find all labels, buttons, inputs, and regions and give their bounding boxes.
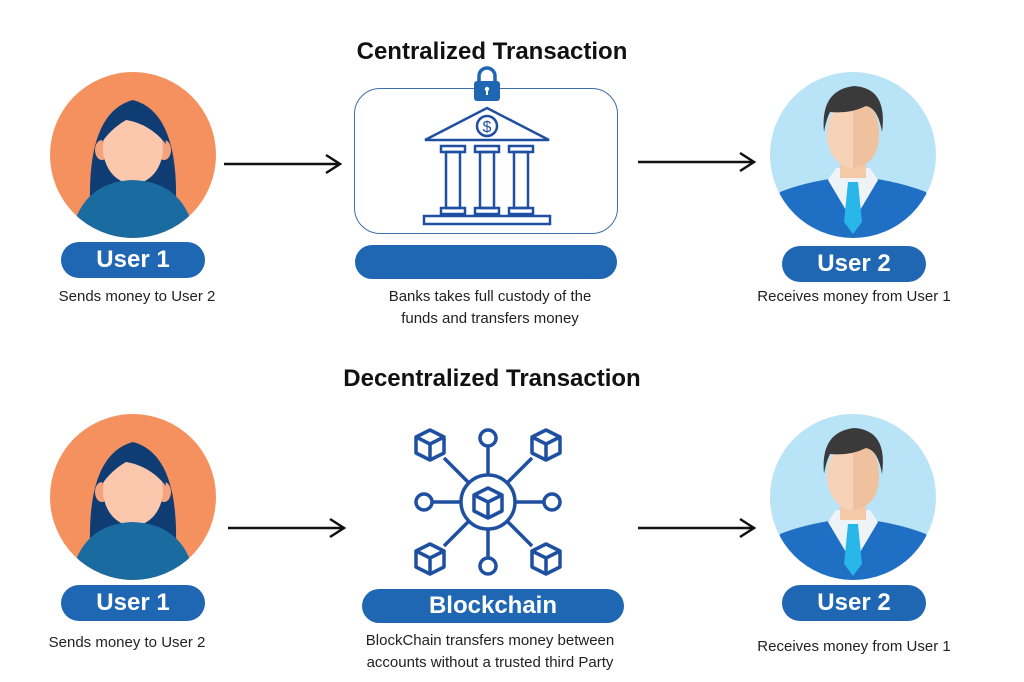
blockchain-caption-line2: accounts without a trusted third Party [366, 654, 614, 671]
female-user-icon [50, 414, 216, 580]
arrow-right-icon [226, 516, 348, 540]
bank-icon: $ [422, 106, 552, 226]
bank-caption-line1: Banks takes full custody of the [388, 288, 592, 305]
receiver-avatar [770, 414, 936, 580]
bank-label-pill [355, 245, 617, 279]
blockchain-label-pill: Blockchain [362, 589, 624, 623]
sender-avatar [50, 72, 216, 238]
receiver-caption: Receives money from User 1 [757, 288, 951, 305]
sender-avatar [50, 414, 216, 580]
sender-label-pill: User 1 [61, 242, 205, 278]
svg-text:$: $ [483, 119, 492, 136]
sender-label-pill: User 1 [61, 585, 205, 621]
sender-caption: Sends money to User 2 [48, 634, 206, 651]
receiver-caption: Receives money from User 1 [757, 638, 951, 655]
arrow-right-icon [222, 152, 344, 176]
arrow-right-icon [636, 516, 758, 540]
sender-caption: Sends money to User 2 [58, 288, 216, 305]
blockchain-network-icon [410, 424, 566, 580]
female-user-icon [50, 72, 216, 238]
bank-caption-line2: funds and transfers money [401, 310, 579, 327]
receiver-label-pill: User 2 [782, 585, 926, 621]
arrow-right-icon [636, 150, 758, 174]
lock-icon [472, 66, 502, 102]
receiver-avatar [770, 72, 936, 238]
receiver-label-pill: User 2 [782, 246, 926, 282]
decentralized-title: Decentralized Transaction [343, 365, 641, 392]
male-user-icon [770, 414, 936, 580]
male-user-icon [770, 72, 936, 238]
centralized-title: Centralized Transaction [356, 38, 628, 65]
blockchain-caption-line1: BlockChain transfers money between [365, 632, 615, 649]
